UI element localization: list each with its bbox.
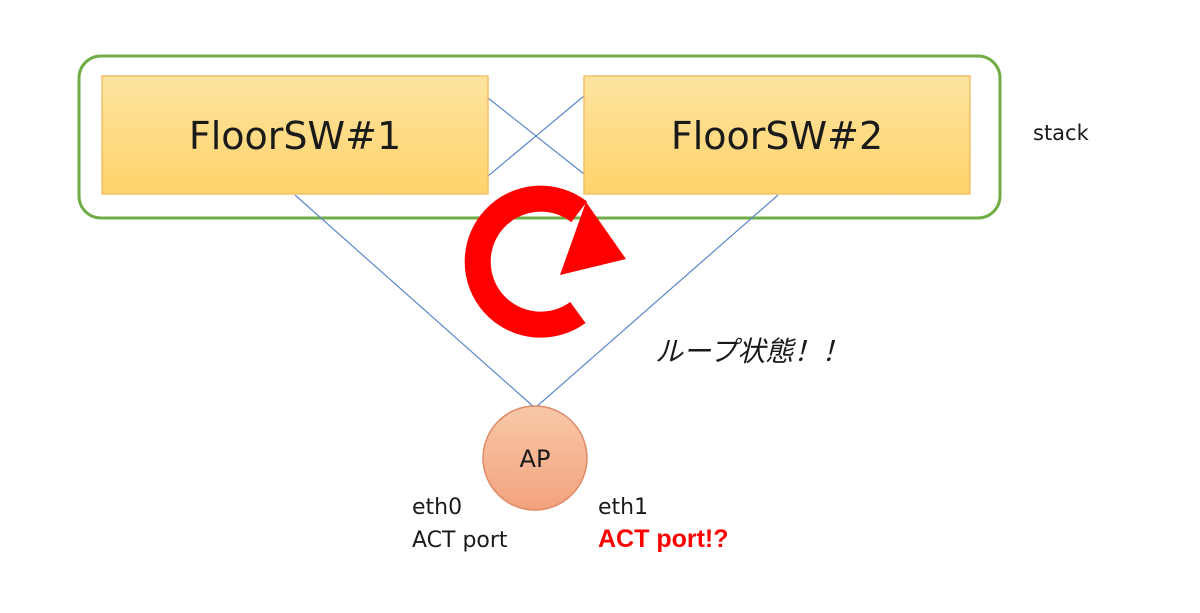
port-eth0: eth0 ACT port [412, 495, 508, 553]
switch-label: FloorSW#1 [189, 114, 401, 158]
link-sw2-ap [534, 194, 779, 409]
switch-label: FloorSW#2 [671, 114, 883, 158]
port-eth1: eth1 ACT port!? [598, 495, 729, 553]
access-point-circle [482, 405, 588, 511]
loop-arrow-arc [464, 185, 588, 338]
stack-group-frame [77, 54, 1002, 220]
access-point: AP [482, 405, 588, 511]
stack-label: stack [1033, 121, 1090, 145]
access-point-label: AP [520, 445, 551, 473]
loop-state-label: ループ状態！！ [655, 335, 849, 368]
switch-floorsw2: FloorSW#2 [583, 75, 971, 195]
port-eth1-state-alert: ACT port!? [598, 525, 729, 553]
switch-box [101, 75, 489, 195]
switch-floorsw1: FloorSW#1 [101, 75, 489, 195]
port-eth1-name: eth1 [598, 495, 648, 520]
port-eth0-state: ACT port [412, 528, 508, 553]
switch-box [583, 75, 971, 195]
link-sw1-ap [294, 194, 536, 409]
port-eth0-name: eth0 [412, 495, 462, 520]
loop-arrow-icon [464, 185, 626, 338]
link-lines [294, 95, 779, 409]
link-sw1-sw2-cross-b [487, 95, 585, 177]
loop-arrow-head [560, 202, 626, 275]
